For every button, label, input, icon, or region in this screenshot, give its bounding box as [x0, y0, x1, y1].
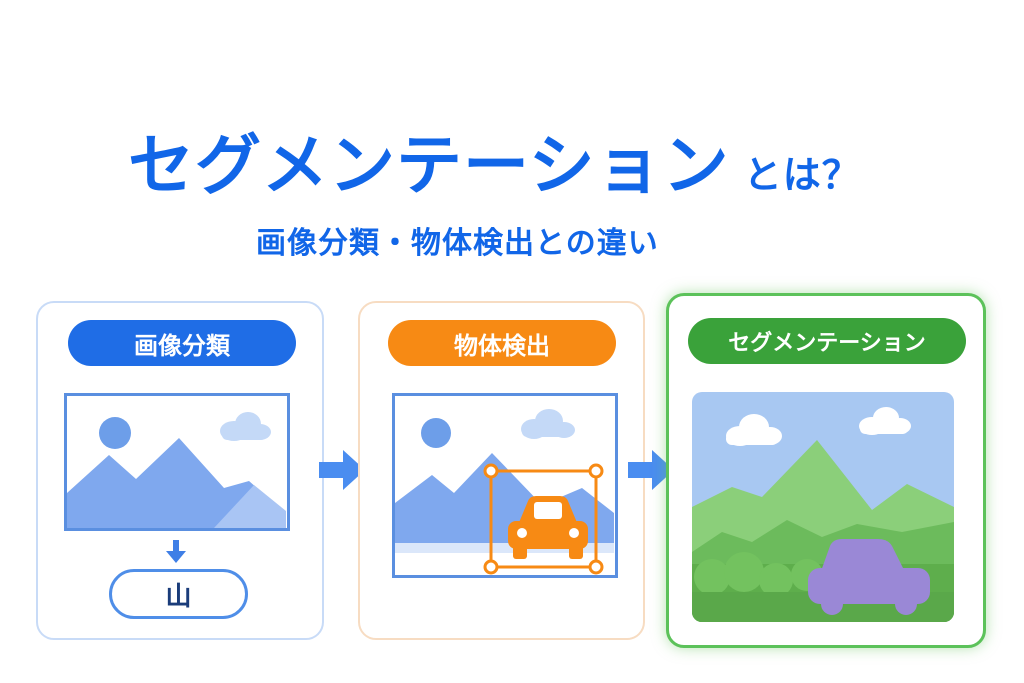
cloud-icon [220, 412, 271, 441]
classification-label: 画像分類 [68, 320, 296, 366]
sun-icon [421, 418, 451, 448]
segmentation-label: セグメンテーション [688, 318, 966, 364]
segmentation-image-icon [692, 392, 954, 622]
page-subtitle: 画像分類・物体検出との違い [256, 226, 659, 261]
sun-icon [99, 417, 131, 449]
bounding-box-icon [483, 463, 604, 575]
cloud-icon [521, 409, 575, 439]
car-icon [808, 539, 930, 615]
down-arrow-icon [166, 540, 186, 563]
classification-mountain-image-icon [64, 393, 290, 531]
detection-label: 物体検出 [388, 320, 616, 366]
right-arrow-icon [319, 450, 365, 490]
classification-result: 山 [109, 569, 248, 619]
title-main: セグメンテーション [128, 127, 730, 204]
car-icon [508, 496, 588, 559]
title-suffix: とは？ [743, 153, 861, 197]
cloud-icon [726, 407, 911, 446]
right-arrow-icon [628, 450, 674, 490]
page-title: セグメンテーションとは？ [128, 112, 861, 208]
detection-image-icon [392, 393, 618, 578]
